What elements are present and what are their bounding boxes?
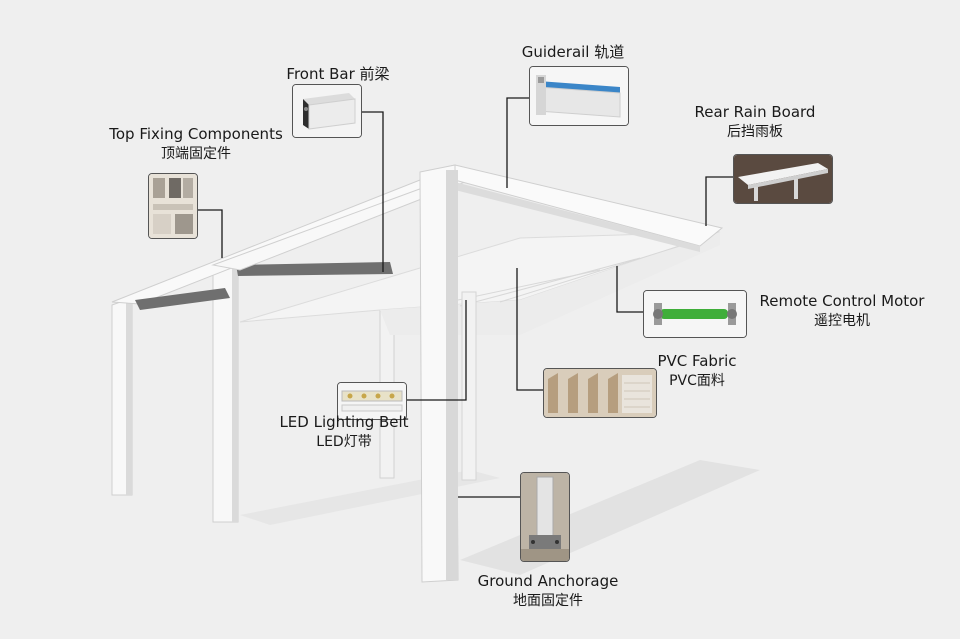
- label-top-fixing-components: Top Fixing Components 顶端固定件: [104, 124, 288, 164]
- pvc-fabric-photo: [543, 368, 657, 418]
- label-pvc-fabric-en: PVC Fabric: [657, 352, 737, 370]
- label-ground-anchorage-zh: 地面固定件: [513, 593, 583, 609]
- led-lighting-belt-photo: [337, 382, 407, 420]
- label-guiderail: Guiderail 轨道: [515, 42, 631, 62]
- label-remote-motor-en: Remote Control Motor: [759, 292, 925, 310]
- label-remote-control-motor: Remote Control Motor 遥控电机: [752, 291, 932, 331]
- label-pvc-fabric: PVC Fabric PVC面料: [652, 351, 742, 391]
- label-top-fixing-en: Top Fixing Components: [109, 125, 283, 143]
- label-rear-rain-board: Rear Rain Board 后挡雨板: [690, 102, 820, 142]
- label-led-belt-zh: LED灯带: [316, 434, 372, 450]
- label-ground-anchorage-en: Ground Anchorage: [477, 572, 619, 590]
- label-ground-anchorage: Ground Anchorage 地面固定件: [470, 571, 626, 611]
- label-front-bar: Front Bar 前梁: [282, 64, 394, 84]
- label-rear-rain-board-zh: 后挡雨板: [727, 124, 783, 140]
- label-front-bar-text: Front Bar 前梁: [286, 65, 390, 83]
- dark-crossbar-1: [135, 288, 230, 310]
- label-guiderail-text: Guiderail 轨道: [521, 43, 625, 61]
- label-led-lighting-belt: LED Lighting Belt LED灯带: [274, 412, 414, 452]
- dark-crossbar-2: [236, 262, 393, 276]
- label-pvc-fabric-zh: PVC面料: [669, 373, 725, 389]
- front-bar-photo: [292, 84, 362, 138]
- floor-shadow: [460, 460, 760, 575]
- label-top-fixing-zh: 顶端固定件: [161, 146, 231, 162]
- remote-control-motor-photo: [643, 290, 747, 338]
- post-rear-right: [461, 291, 477, 481]
- roof-guiderail-beam: [424, 164, 724, 247]
- top-fixing-components-photo: [148, 173, 198, 239]
- label-led-belt-en: LED Lighting Belt: [279, 413, 409, 431]
- label-rear-rain-board-en: Rear Rain Board: [694, 103, 816, 121]
- leader-lines: [196, 97, 733, 498]
- label-remote-motor-zh: 遥控电机: [814, 313, 870, 329]
- ground-anchorage-photo: [520, 472, 570, 562]
- rear-rain-board-photo: [733, 154, 833, 204]
- guiderail-photo: [529, 66, 629, 126]
